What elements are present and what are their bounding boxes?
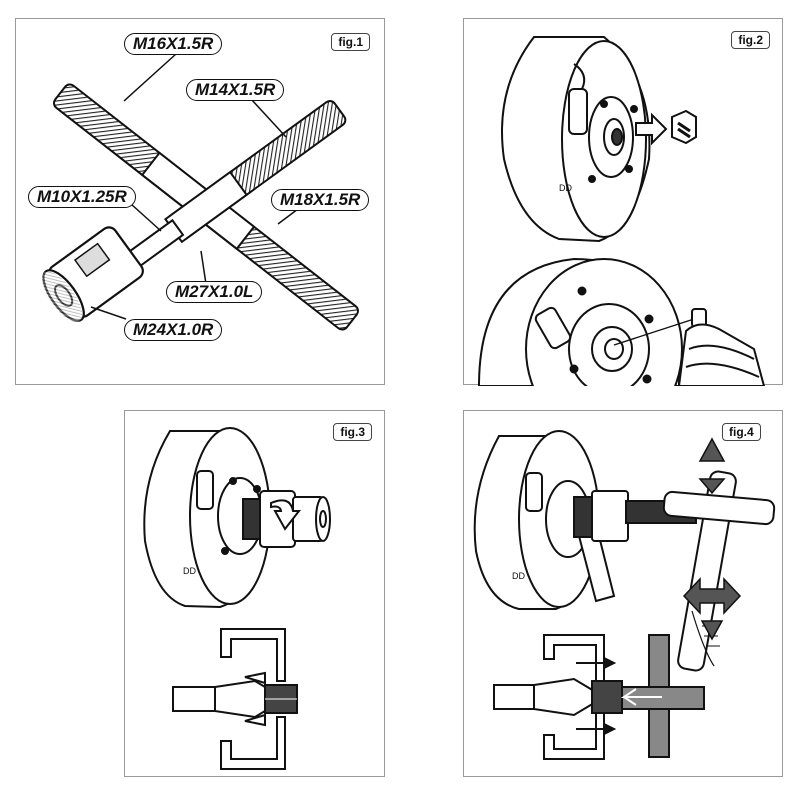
label-m14: M14X1.5R [186, 79, 285, 101]
rotation-arrows-icon [682, 437, 742, 641]
cross-wrench-tool-illustration [41, 53, 359, 331]
label-m10: M10X1.25R [28, 186, 136, 208]
flywheel: DD [143, 427, 271, 609]
puller-schematic [493, 634, 705, 760]
svg-text:DD: DD [512, 571, 525, 581]
figure-2-tag: fig.2 [731, 31, 770, 49]
label-m24: M24X1.0R [124, 319, 223, 341]
svg-text:DD: DD [183, 566, 196, 576]
flywheel-lower [477, 257, 683, 386]
push-arrows-icon [576, 656, 617, 736]
figure-3-panel: DD fig.3 [124, 410, 385, 777]
svg-text:DD: DD [559, 183, 572, 193]
flywheel-upper: DD [501, 36, 651, 243]
flywheel-nut-removal-illustration: DD [477, 36, 766, 386]
figure-2-panel: DD [463, 18, 783, 386]
arrow-right-icon [635, 112, 668, 146]
label-m27: M27X1.0L [166, 281, 263, 303]
figure-1-panel: fig.1 M16X1.5R M14X1.5R M10X1.25R M18X1.… [15, 18, 385, 385]
puller-extraction-illustration: DD [473, 430, 776, 760]
figure-1-tag: fig.1 [331, 33, 370, 51]
figure-3-tag: fig.3 [333, 423, 372, 441]
nut-icon [671, 109, 697, 145]
spray-can [613, 308, 766, 386]
puller-schematic [172, 628, 298, 770]
puller-cup [41, 226, 144, 322]
cross-wrench [662, 470, 776, 672]
figure-4-tag: fig.4 [722, 423, 761, 441]
rotate-arrow-icon [270, 499, 302, 531]
puller-tool [242, 490, 331, 548]
label-m16: M16X1.5R [124, 33, 223, 55]
puller-installation-illustration: DD [143, 427, 331, 770]
figure-4-panel: DD [463, 410, 783, 777]
label-m18: M18X1.5R [271, 189, 370, 211]
